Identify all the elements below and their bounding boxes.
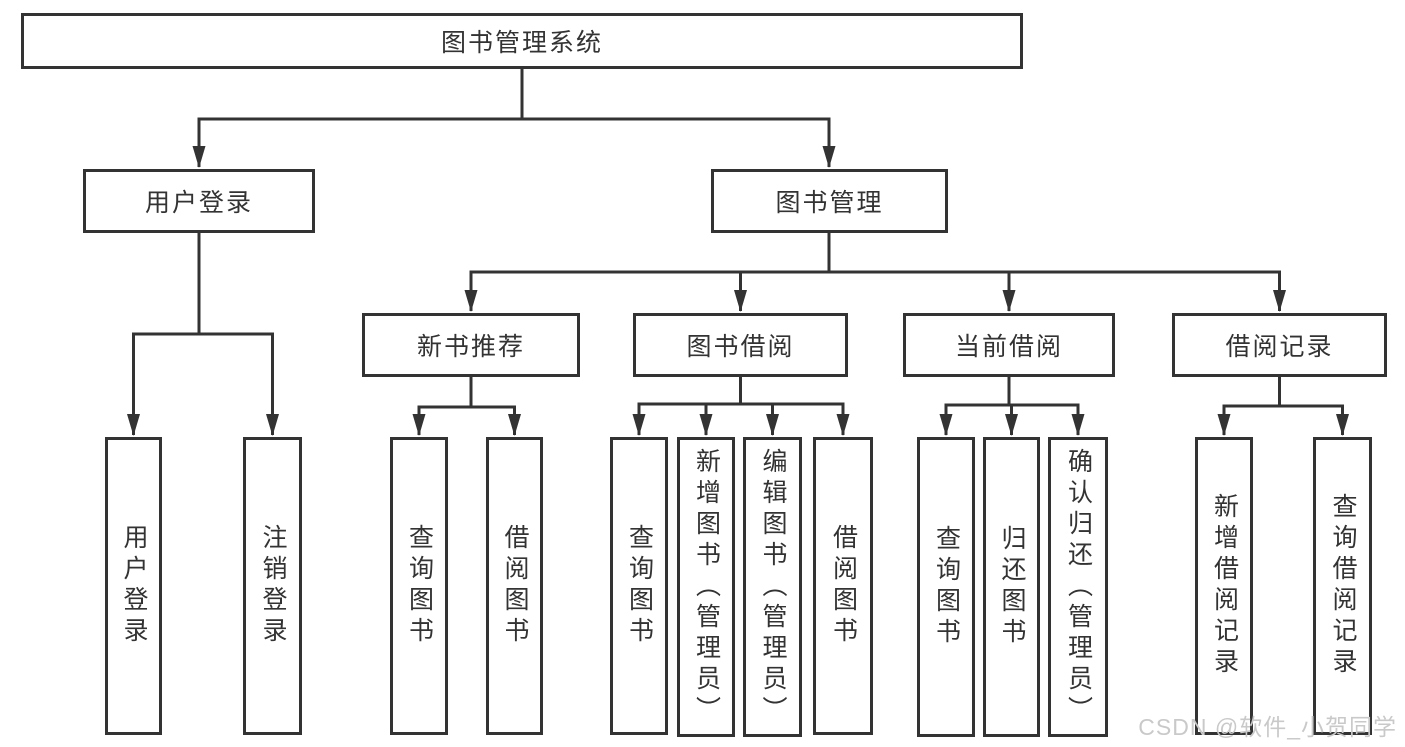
leaf-borrow-books-2-label: 借阅图书 [829, 524, 858, 648]
node-root-label: 图书管理系统 [440, 29, 603, 57]
leaf-query-books-2: 查询图书 [610, 437, 668, 735]
leaf-query-borrow-record-label: 查询借阅记录 [1329, 493, 1357, 679]
node-user-login: 用户登录 [83, 169, 315, 233]
leaf-query-books-1: 查询图书 [390, 437, 448, 735]
leaf-return-books: 归还图书 [983, 437, 1040, 737]
node-user-login-label: 用户登录 [144, 189, 253, 217]
csdn-watermark: CSDN @软件_小贺同学 [1138, 714, 1397, 740]
node-new-book-recommend-label: 新书推荐 [416, 333, 525, 361]
node-new-book-recommend: 新书推荐 [362, 313, 580, 377]
leaf-borrow-books-1-label: 借阅图书 [501, 524, 529, 648]
node-borrow-records-label: 借阅记录 [1225, 333, 1334, 361]
leaf-borrow-books-1: 借阅图书 [486, 437, 543, 735]
leaf-return-books-label: 归还图书 [998, 525, 1026, 649]
node-book-management-label: 图书管理 [775, 189, 884, 217]
leaf-edit-books-admin: 编辑图书（管理员） [743, 437, 802, 737]
leaf-query-books-2-label: 查询图书 [625, 524, 654, 648]
node-book-management: 图书管理 [711, 169, 948, 233]
leaf-confirm-return-admin: 确认归还（管理员） [1048, 437, 1108, 737]
node-book-borrowing: 图书借阅 [633, 313, 848, 377]
node-book-borrowing-label: 图书借阅 [686, 333, 795, 361]
node-borrow-records: 借阅记录 [1172, 313, 1387, 377]
leaf-add-books-admin-label: 新增图书（管理员） [692, 447, 721, 727]
leaf-logout-label: 注销登录 [259, 524, 287, 648]
leaf-edit-books-admin-label: 编辑图书（管理员） [759, 447, 787, 727]
leaf-query-books-1-label: 查询图书 [405, 524, 434, 648]
leaf-add-borrow-record-label: 新增借阅记录 [1210, 493, 1239, 679]
node-root-system: 图书管理系统 [21, 13, 1023, 69]
leaf-query-borrow-record: 查询借阅记录 [1313, 437, 1372, 735]
leaf-add-books-admin: 新增图书（管理员） [677, 437, 735, 737]
leaf-user-login: 用户登录 [105, 437, 162, 735]
node-current-borrowing-label: 当前借阅 [954, 333, 1063, 361]
leaf-logout: 注销登录 [243, 437, 302, 735]
leaf-query-books-3-label: 查询图书 [932, 525, 961, 649]
leaf-add-borrow-record: 新增借阅记录 [1195, 437, 1253, 735]
node-current-borrowing: 当前借阅 [903, 313, 1115, 377]
leaf-confirm-return-admin-label: 确认归还（管理员） [1064, 447, 1093, 727]
leaf-user-login-label: 用户登录 [120, 524, 148, 648]
leaf-borrow-books-2: 借阅图书 [813, 437, 873, 735]
leaf-query-books-3: 查询图书 [917, 437, 975, 737]
